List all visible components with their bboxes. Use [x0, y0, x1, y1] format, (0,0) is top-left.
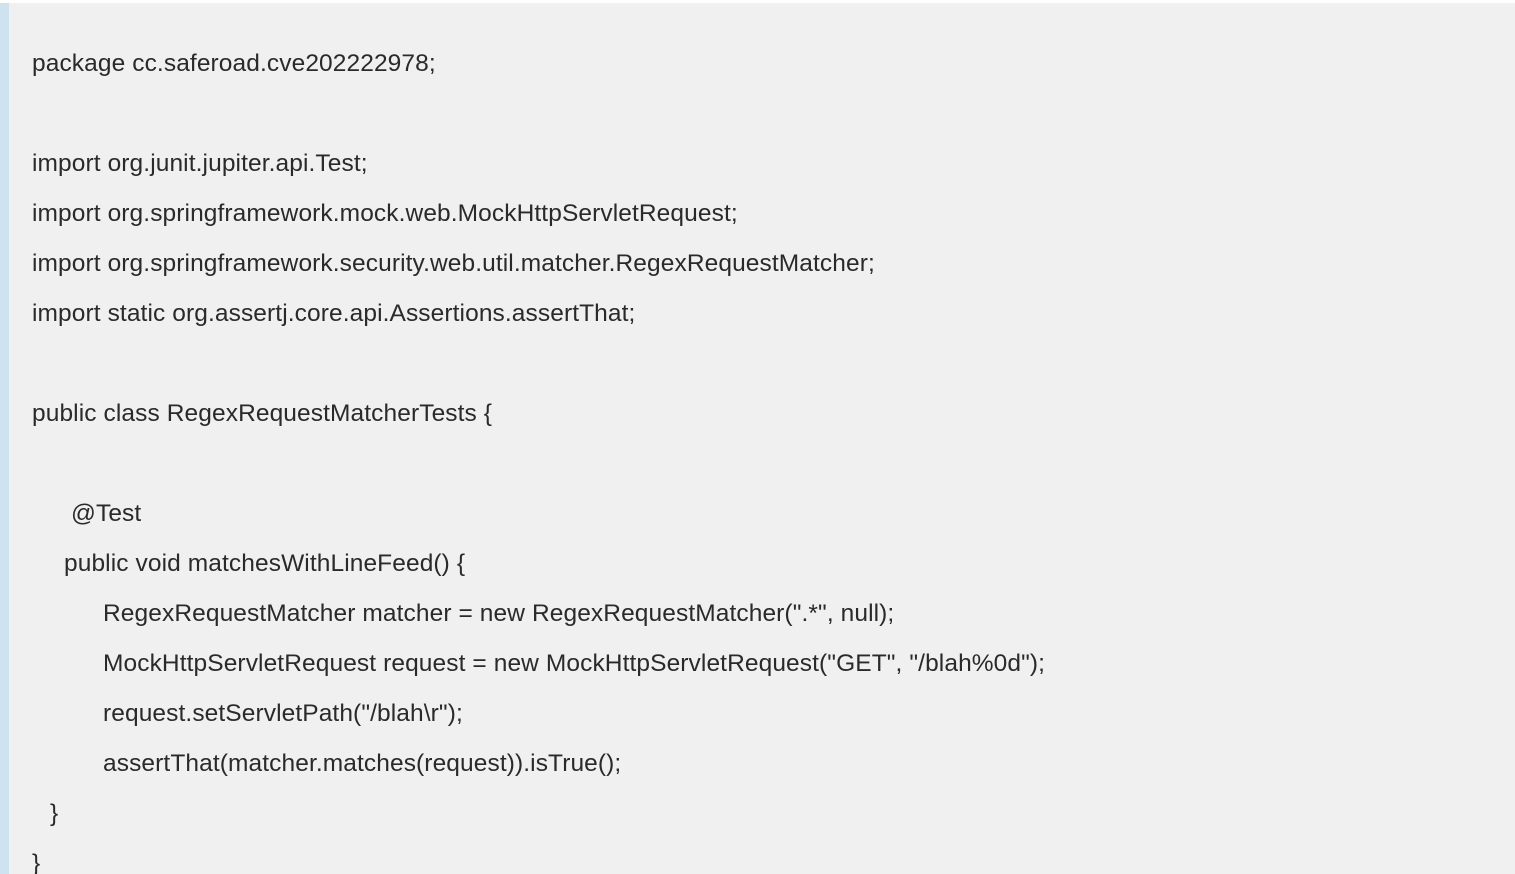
- code-line: @Test: [71, 500, 142, 527]
- code-line: request.setServletPath("/blah\r");: [103, 700, 463, 727]
- code-line: package cc.saferoad.cve202222978;: [32, 50, 436, 77]
- code-block: package cc.saferoad.cve202222978; import …: [0, 3, 1515, 874]
- code-content: package cc.saferoad.cve202222978; import …: [9, 3, 1515, 874]
- top-spacer: [0, 0, 1515, 3]
- code-line: assertThat(matcher.matches(request)).isT…: [103, 750, 622, 777]
- code-line: [32, 439, 1515, 489]
- code-line: import org.springframework.security.web.…: [32, 250, 875, 277]
- code-line: import org.junit.jupiter.api.Test;: [32, 150, 368, 177]
- code-line: public class RegexRequestMatcherTests {: [32, 400, 493, 427]
- code-line: }: [50, 800, 59, 827]
- code-line: public void matchesWithLineFeed() {: [64, 550, 466, 577]
- code-line: RegexRequestMatcher matcher = new RegexR…: [103, 600, 895, 627]
- code-line: [32, 339, 1515, 389]
- code-line: }: [32, 850, 41, 874]
- code-line: import static org.assertj.core.api.Asser…: [32, 300, 636, 327]
- code-line: MockHttpServletRequest request = new Moc…: [103, 650, 1046, 677]
- code-line: [32, 89, 1515, 139]
- code-line: import org.springframework.mock.web.Mock…: [32, 200, 738, 227]
